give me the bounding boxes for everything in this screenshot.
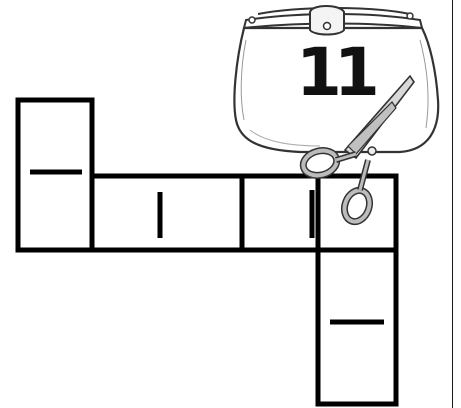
worksheet-page: 11 [0, 0, 461, 408]
scissors-icon [0, 0, 461, 408]
